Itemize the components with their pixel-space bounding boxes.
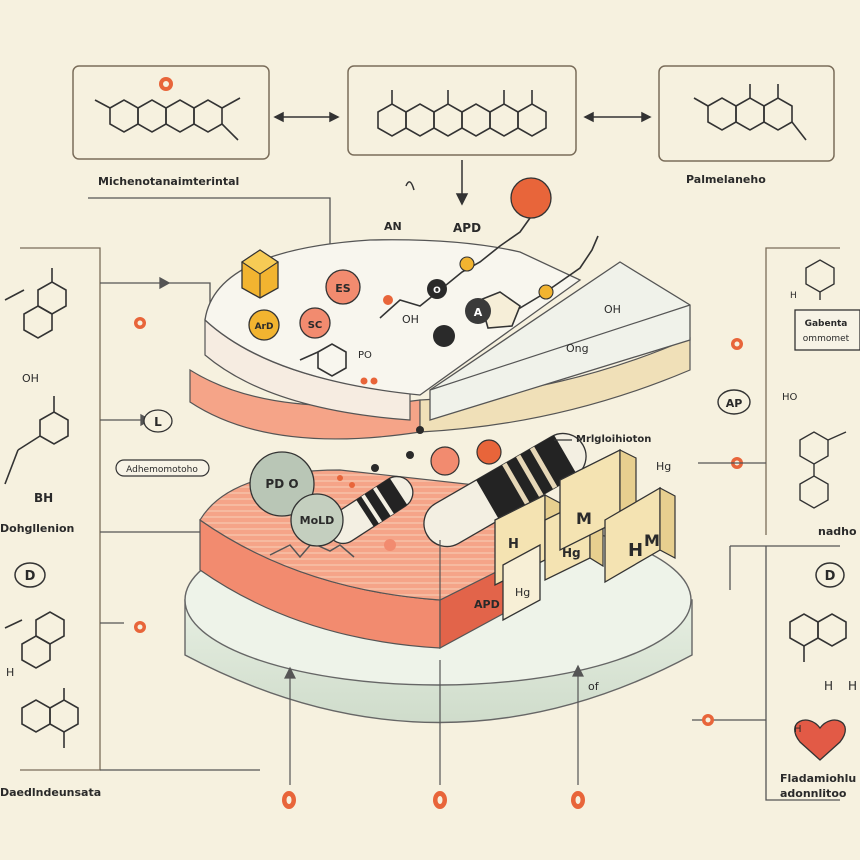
label-an: AN xyxy=(384,220,402,233)
left-molecule-3-icon xyxy=(4,611,65,669)
top-left-box xyxy=(72,65,270,160)
label-apd: APD xyxy=(453,221,481,235)
left-bottom-text: Daedlndeunsata xyxy=(0,786,101,799)
svg-text:AP: AP xyxy=(726,397,743,410)
top-connectors xyxy=(273,111,652,206)
left-d-badge: D xyxy=(14,562,46,588)
center-arrows xyxy=(284,540,584,785)
svg-text:OH: OH xyxy=(604,303,621,316)
svg-text:MoLD: MoLD xyxy=(300,514,335,527)
tile-block: H Hg Hg M H M xyxy=(494,448,676,622)
top-disc xyxy=(204,239,691,421)
gold-cube-icon xyxy=(241,249,279,299)
svg-text:Ong: Ong xyxy=(566,342,589,355)
top-right-title: Palmelaneho xyxy=(686,173,766,186)
svg-text:OH: OH xyxy=(402,313,419,326)
right-info-box: Gabenta ommomet xyxy=(794,309,860,351)
molecule-tetracene-icon xyxy=(377,90,547,137)
svg-text:Hg: Hg xyxy=(562,546,581,560)
svg-text:A: A xyxy=(474,306,483,319)
left-molecule-4-icon xyxy=(21,688,79,748)
pill-label: Mrlgloihioton xyxy=(576,434,651,445)
svg-text:SC: SC xyxy=(308,320,323,331)
right-bottom-line1: Fladamiohlu xyxy=(780,772,856,785)
svg-text:H: H xyxy=(824,679,833,693)
right-ap-badge: AP xyxy=(717,389,751,415)
svg-text:Hg: Hg xyxy=(656,460,671,473)
left-molecule-2-icon xyxy=(4,396,69,485)
left-d-text: D xyxy=(25,569,36,584)
svg-text:APD: APD xyxy=(474,598,500,611)
svg-text:M: M xyxy=(644,531,660,550)
right-box-line2: ommomet xyxy=(803,334,850,344)
left-callout-text: Adhemomotoho xyxy=(126,465,198,475)
right-bottom-line2: adonnlitoo xyxy=(780,787,847,800)
right-ho-label: HO xyxy=(782,392,798,403)
molecule-naphthalene-icon xyxy=(94,97,241,141)
svg-text:H: H xyxy=(848,679,857,693)
svg-text:O: O xyxy=(433,286,441,296)
label-of: of xyxy=(588,680,600,693)
svg-text:ES: ES xyxy=(335,282,351,295)
top-right-box xyxy=(658,65,835,162)
svg-text:Hg: Hg xyxy=(515,586,530,599)
svg-text:PO: PO xyxy=(358,350,372,361)
left-molecule-1-icon xyxy=(4,268,67,339)
left-bh-label: BH xyxy=(34,491,53,505)
svg-text:D: D xyxy=(825,569,836,584)
gray-balls: PD O MoLD xyxy=(249,451,344,547)
heart-icon xyxy=(794,719,846,761)
top-center-box xyxy=(347,65,577,156)
molecule-anthraquinone-icon xyxy=(693,84,807,141)
right-nadho: nadho xyxy=(818,525,857,538)
right-molecule-2-icon xyxy=(799,431,847,509)
top-left-title: Michenotanaimterintal xyxy=(98,175,239,188)
svg-text:L: L xyxy=(154,415,162,429)
svg-text:H: H xyxy=(794,724,802,735)
right-molecule-1-icon xyxy=(805,259,835,300)
right-d-badge: D xyxy=(815,562,845,588)
middle-balls xyxy=(337,426,502,551)
svg-text:H: H xyxy=(628,540,643,561)
svg-text:PD O: PD O xyxy=(265,477,298,491)
right-h-label: H xyxy=(790,291,797,301)
right-box-line1: Gabenta xyxy=(805,319,848,329)
top-balls: ES SC ArD O A xyxy=(248,177,554,347)
left-oh-label: OH xyxy=(22,372,39,385)
right-molecule-3-icon xyxy=(789,613,847,662)
svg-text:M: M xyxy=(576,509,592,528)
left-callout: Adhemomotoho xyxy=(115,459,210,477)
left-h-label: H xyxy=(6,666,14,679)
pill-right xyxy=(423,432,587,548)
svg-text:ArD: ArD xyxy=(255,322,274,332)
right-column: H Gabenta ommomet AP HO nadho xyxy=(692,247,860,801)
bottom-markers xyxy=(282,791,585,809)
svg-text:H: H xyxy=(508,537,519,552)
left-mid-text: Dohgllenion xyxy=(0,522,74,535)
left-column: OH BH Dohgllenion D H Daedlndeunsata xyxy=(0,247,260,799)
left-orange-dots xyxy=(134,317,146,633)
left-l-badge: L xyxy=(143,409,173,433)
